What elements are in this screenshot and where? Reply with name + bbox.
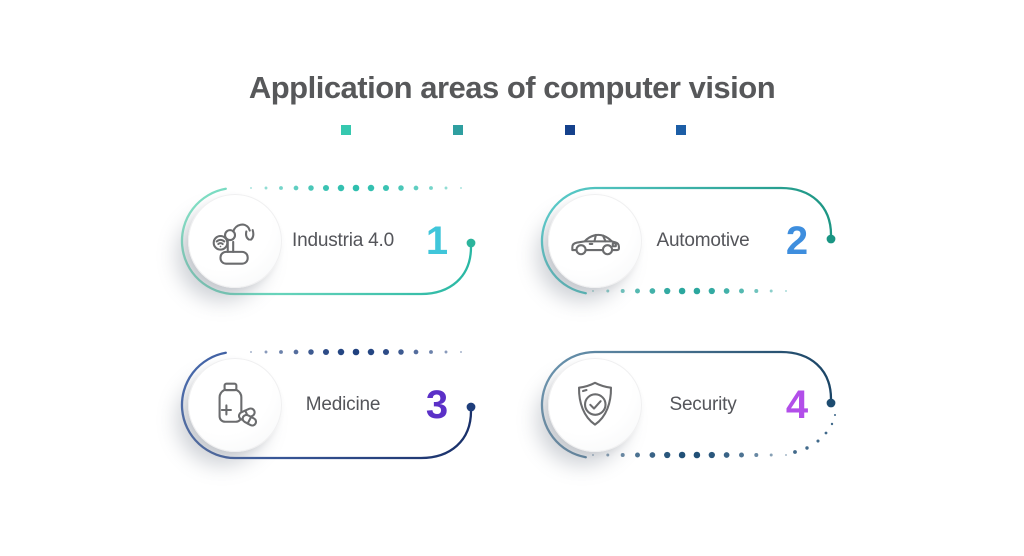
card-label: Medicine <box>305 394 381 415</box>
robot-arm-icon <box>212 223 255 265</box>
icon-circle <box>188 194 282 288</box>
shield-check-icon <box>578 381 612 426</box>
car-icon <box>571 233 620 256</box>
card-number: 1 <box>425 218 449 263</box>
card-label: Industria 4.0 <box>292 230 394 251</box>
icon-circle <box>548 358 642 452</box>
accent-square <box>676 125 686 135</box>
accent-square <box>565 125 575 135</box>
card-automotive: Automotive 2 <box>531 181 901 321</box>
card-number: 2 <box>785 218 809 263</box>
accent-square <box>453 125 463 135</box>
accent-square <box>341 125 351 135</box>
card-number: 4 <box>785 382 809 427</box>
card-decoration-line <box>540 186 836 295</box>
card-decoration-line <box>540 350 837 459</box>
card-decoration-line <box>180 184 476 296</box>
icon-circle <box>548 194 642 288</box>
title-accent-squares <box>0 125 1024 137</box>
card-security: Security 4 <box>531 345 901 485</box>
icon-circle <box>188 358 282 452</box>
card-industria-40: Industria 4.0 1 <box>171 181 541 321</box>
page-title: Application areas of computer vision <box>248 70 776 105</box>
card-medicine: Medicine 3 <box>171 345 541 485</box>
medicine-icon <box>218 382 258 427</box>
card-label: Security <box>669 394 737 415</box>
card-label: Automotive <box>656 230 750 251</box>
card-decoration-line <box>180 348 476 460</box>
card-number: 3 <box>425 382 449 427</box>
